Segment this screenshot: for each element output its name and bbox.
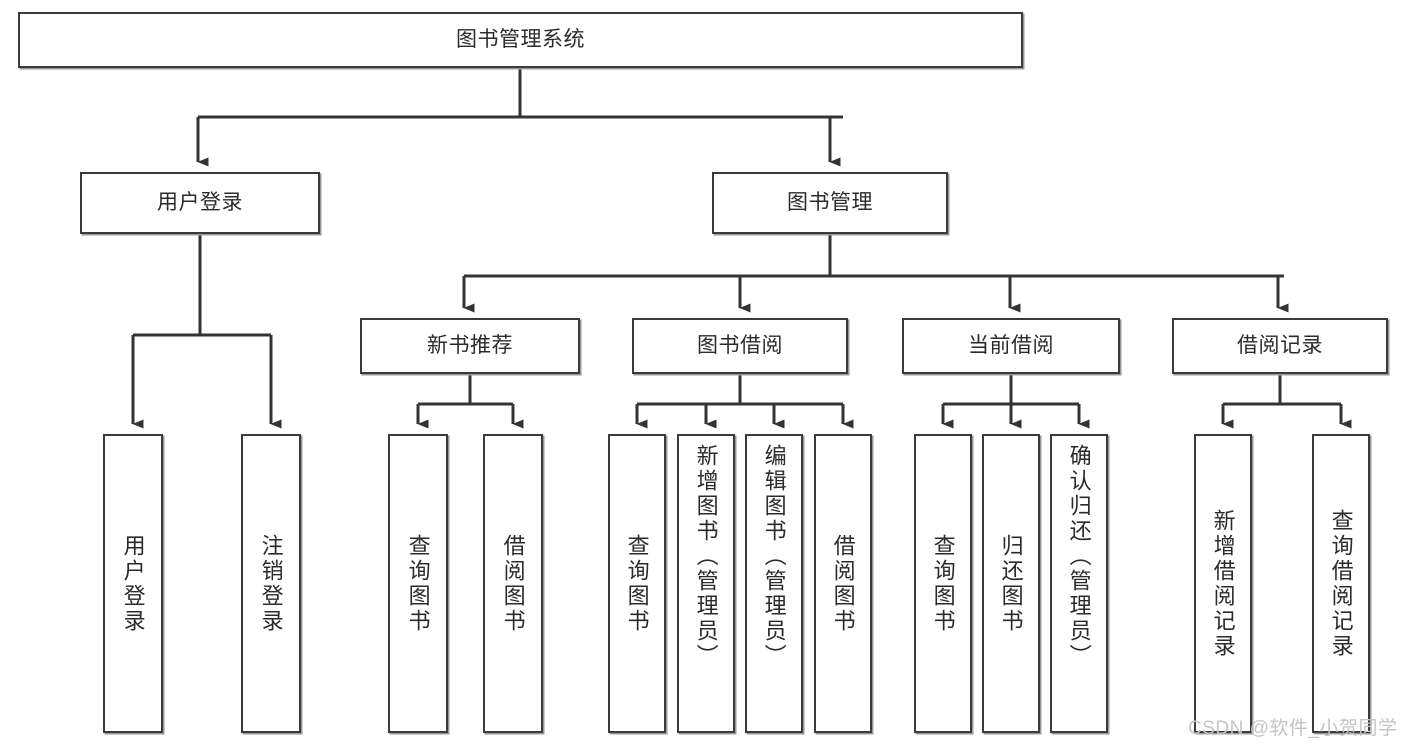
node-leaf-edit-book-admin-label: 编辑图书（管理员） — [761, 444, 787, 669]
node-book-borrow-label: 图书借阅 — [697, 333, 783, 357]
node-leaf-add-book-admin[interactable]: 新增图书（管理员） — [677, 434, 735, 733]
node-root[interactable]: 图书管理系统 — [18, 12, 1023, 68]
node-leaf-query-book-1-label: 查询图书 — [405, 533, 431, 634]
csdn-watermark: CSDN @软件_小贺同学 — [1188, 718, 1398, 739]
node-leaf-confirm-return-admin[interactable]: 确认归还（管理员） — [1050, 434, 1108, 733]
node-leaf-user-login-label: 用户登录 — [120, 533, 146, 634]
node-leaf-add-borrow-record-label: 新增借阅记录 — [1210, 508, 1236, 659]
node-leaf-add-book-admin-label: 新增图书（管理员） — [693, 444, 719, 669]
node-leaf-edit-book-admin[interactable]: 编辑图书（管理员） — [745, 434, 803, 733]
node-leaf-borrow-book-1[interactable]: 借阅图书 — [483, 434, 543, 733]
node-leaf-user-login[interactable]: 用户登录 — [103, 434, 163, 733]
node-borrow-record-label: 借阅记录 — [1237, 333, 1323, 357]
node-leaf-query-book-3-label: 查询图书 — [930, 533, 956, 634]
node-leaf-return-book-label: 归还图书 — [998, 533, 1024, 634]
node-leaf-query-book-3[interactable]: 查询图书 — [914, 434, 972, 733]
node-current-borrow-label: 当前借阅 — [968, 333, 1054, 357]
node-leaf-query-borrow-record-label: 查询借阅记录 — [1328, 508, 1354, 659]
node-user-login-label: 用户登录 — [157, 190, 243, 214]
node-root-label: 图书管理系统 — [456, 27, 585, 51]
node-leaf-query-book-2-label: 查询图书 — [624, 533, 650, 634]
node-leaf-confirm-return-admin-label: 确认归还（管理员） — [1066, 444, 1092, 669]
node-leaf-logout-login-label: 注销登录 — [258, 533, 284, 634]
node-leaf-logout-login[interactable]: 注销登录 — [241, 434, 301, 733]
node-leaf-borrow-book-2[interactable]: 借阅图书 — [814, 434, 872, 733]
node-book-manage-label: 图书管理 — [787, 190, 873, 214]
node-leaf-query-borrow-record[interactable]: 查询借阅记录 — [1312, 434, 1370, 733]
node-new-book-recommend-label: 新书推荐 — [427, 333, 513, 357]
node-leaf-query-book-2[interactable]: 查询图书 — [608, 434, 666, 733]
node-leaf-return-book[interactable]: 归还图书 — [982, 434, 1040, 733]
node-book-manage[interactable]: 图书管理 — [712, 172, 948, 234]
node-book-borrow[interactable]: 图书借阅 — [632, 318, 848, 374]
node-leaf-borrow-book-2-label: 借阅图书 — [830, 533, 856, 634]
node-new-book-recommend[interactable]: 新书推荐 — [360, 318, 580, 374]
node-borrow-record[interactable]: 借阅记录 — [1172, 318, 1388, 374]
node-leaf-query-book-1[interactable]: 查询图书 — [388, 434, 448, 733]
node-current-borrow[interactable]: 当前借阅 — [902, 318, 1120, 374]
node-leaf-add-borrow-record[interactable]: 新增借阅记录 — [1194, 434, 1252, 733]
node-leaf-borrow-book-1-label: 借阅图书 — [500, 533, 526, 634]
node-user-login[interactable]: 用户登录 — [80, 172, 320, 234]
